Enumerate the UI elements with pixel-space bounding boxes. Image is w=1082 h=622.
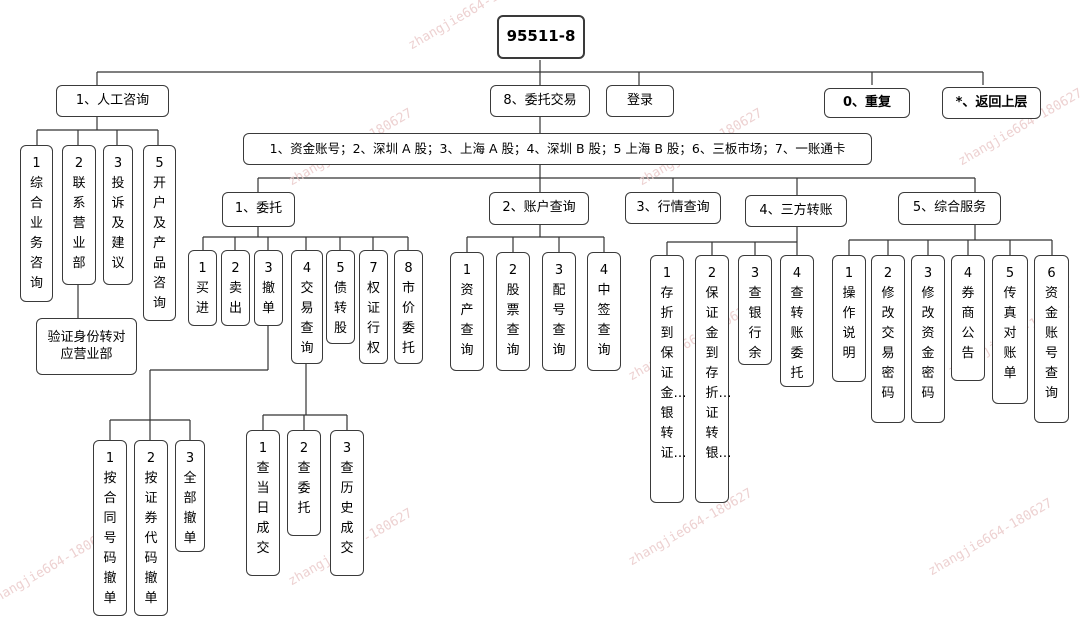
node-back: *、返回上层 bbox=[942, 87, 1041, 119]
node-account-query-child-3: 3配号查询 bbox=[542, 252, 576, 371]
node-trade-query-child-2: 2查委托 bbox=[287, 430, 321, 536]
node-market-query: 3、行情查询 bbox=[625, 192, 721, 224]
node-service-child-6: 6资金账号查询 bbox=[1034, 255, 1069, 423]
node-trade-query-child-3: 3查历史成交 bbox=[330, 430, 364, 576]
node-transfer-child-2: 2保证金到存折…证转银… bbox=[695, 255, 732, 503]
node-account-query-child-4: 4中签查询 bbox=[587, 252, 621, 371]
node-service: 5、综合服务 bbox=[898, 192, 1001, 225]
node-service-child-1: 1操作说明 bbox=[832, 255, 866, 382]
node-login: 登录 bbox=[606, 85, 674, 117]
node-service-child-3: 3修改资金密码 bbox=[911, 255, 945, 423]
node-account-types: 1、资金账号；2、深圳 A 股；3、上海 A 股；4、深圳 B 股；5 上海 B… bbox=[243, 133, 872, 165]
node-manual-child-1: 1综合业务咨询 bbox=[20, 145, 53, 302]
node-entrust: 1、委托 bbox=[222, 192, 295, 227]
node-entrust-child-4: 4交易查询 bbox=[291, 250, 323, 364]
node-transfer-child-1: 1存折到保证金…银转证… bbox=[650, 255, 687, 503]
node-trade-query-child-1: 1查当日成交 bbox=[246, 430, 280, 576]
node-entrust-child-1: 1买进 bbox=[188, 250, 217, 326]
node-manual-consult: 1、人工咨询 bbox=[56, 85, 169, 117]
node-cancel-child-1: 1按合同号码撤单 bbox=[93, 440, 127, 616]
node-manual-child-2: 2联系营业部 bbox=[62, 145, 96, 285]
node-service-child-5: 5传真对账单 bbox=[992, 255, 1028, 404]
node-cancel-child-3: 3全部撤单 bbox=[175, 440, 205, 552]
node-transfer-child-3: 3查银行余 bbox=[738, 255, 772, 365]
root-node: 95511-8 bbox=[497, 15, 585, 59]
node-entrust-child-6: 7权证行权 bbox=[359, 250, 388, 364]
node-account-query-child-2: 2股票查询 bbox=[496, 252, 530, 371]
node-entrust-child-5: 5债转股 bbox=[326, 250, 355, 344]
node-verify-branch: 验证身份转对应营业部 bbox=[36, 318, 137, 375]
node-cancel-child-2: 2按证券代码撤单 bbox=[134, 440, 168, 616]
node-manual-child-4: 5开户及产品咨询 bbox=[143, 145, 176, 321]
node-entrust-child-7: 8市价委托 bbox=[394, 250, 423, 364]
node-entrust-child-2: 2卖出 bbox=[221, 250, 250, 326]
node-entrust-child-3: 3撤单 bbox=[254, 250, 283, 326]
node-repeat: 0、重复 bbox=[824, 88, 910, 118]
node-service-child-4: 4券商公告 bbox=[951, 255, 985, 381]
node-transfer: 4、三方转账 bbox=[745, 195, 847, 227]
node-entrust-trade: 8、委托交易 bbox=[490, 85, 590, 117]
node-service-child-2: 2修改交易密码 bbox=[871, 255, 905, 423]
node-transfer-child-4: 4查转账委托 bbox=[780, 255, 814, 387]
node-account-query: 2、账户查询 bbox=[489, 192, 589, 225]
node-manual-child-3: 3投诉及建议 bbox=[103, 145, 133, 285]
node-account-query-child-1: 1资产查询 bbox=[450, 252, 484, 371]
